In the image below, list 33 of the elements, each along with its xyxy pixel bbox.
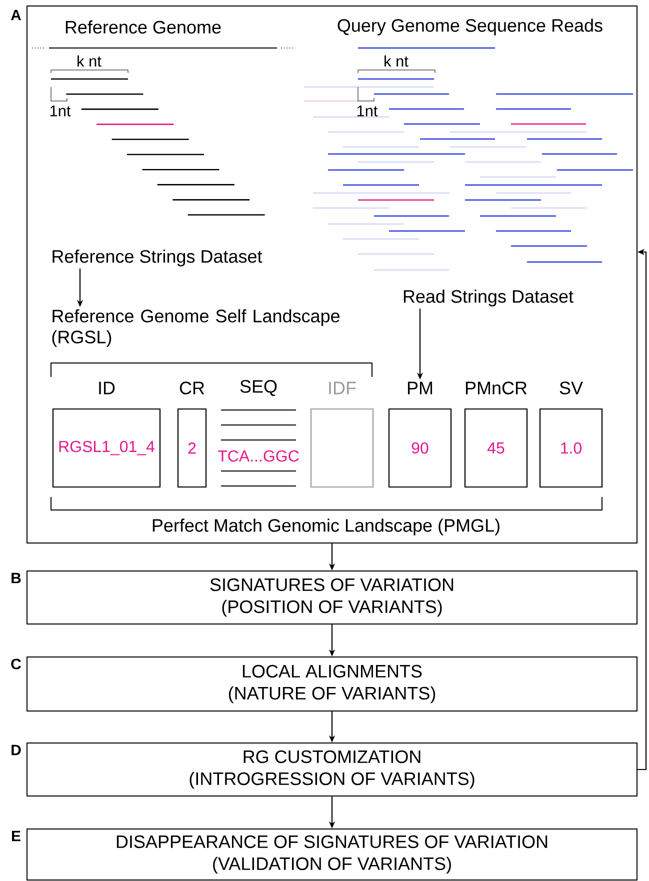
bracket-label: Perfect Match Genomic Landscape (PMGL) (152, 518, 500, 536)
dataset-label: Reference Strings Dataset (52, 250, 262, 266)
value-box: 2 (177, 408, 207, 488)
dimension-label: k nt (78, 55, 102, 67)
panel-letter: A (10, 10, 22, 20)
landscape-label: Reference Genome Self Landscape (RGSL) (52, 309, 340, 347)
dimension-label: k nt (384, 55, 408, 67)
panel-frame (26, 6, 638, 544)
column-header: CR (180, 382, 204, 394)
step-box: DISAPPEARANCE OF SIGNATURES OF VARIATION (VALIDATION OF VARIANTS) (26, 828, 638, 880)
panel-letter: B (12, 572, 21, 584)
column-header: SEQ (240, 380, 277, 396)
dataset-label: Read Strings Dataset (404, 290, 574, 306)
step-box: SIGNATURES OF VARIATION (POSITION OF VARIANTS) (26, 570, 638, 624)
step-box: RG CUSTOMIZATION (INTROGRESSION OF VARIANTS) (26, 742, 638, 796)
heading-text: Reference Genome (66, 20, 221, 34)
value-box: 90 (388, 408, 452, 488)
step-box: LOCAL ALIGNMENTS (NATURE OF VARIANTS) (26, 656, 638, 712)
dimension-label: 1nt (357, 106, 378, 116)
value-box: 45 (464, 408, 528, 488)
panel-letter: E (12, 830, 20, 842)
panel-letter: C (11, 658, 21, 670)
heading-text: Query Genome Sequence Reads (338, 18, 602, 36)
dimension-label: 1nt (50, 106, 71, 116)
value-box: RGSL1_01_4 (52, 408, 161, 488)
column-header: PMnCR (466, 382, 527, 394)
value-text: TCA...GGC (218, 450, 299, 462)
column-header: PM (408, 382, 432, 394)
column-header: IDF (329, 382, 356, 394)
column-header: ID (99, 382, 115, 394)
value-box: 1.0 (539, 408, 603, 488)
column-header: SV (560, 382, 583, 394)
panel-letter: D (12, 744, 21, 756)
